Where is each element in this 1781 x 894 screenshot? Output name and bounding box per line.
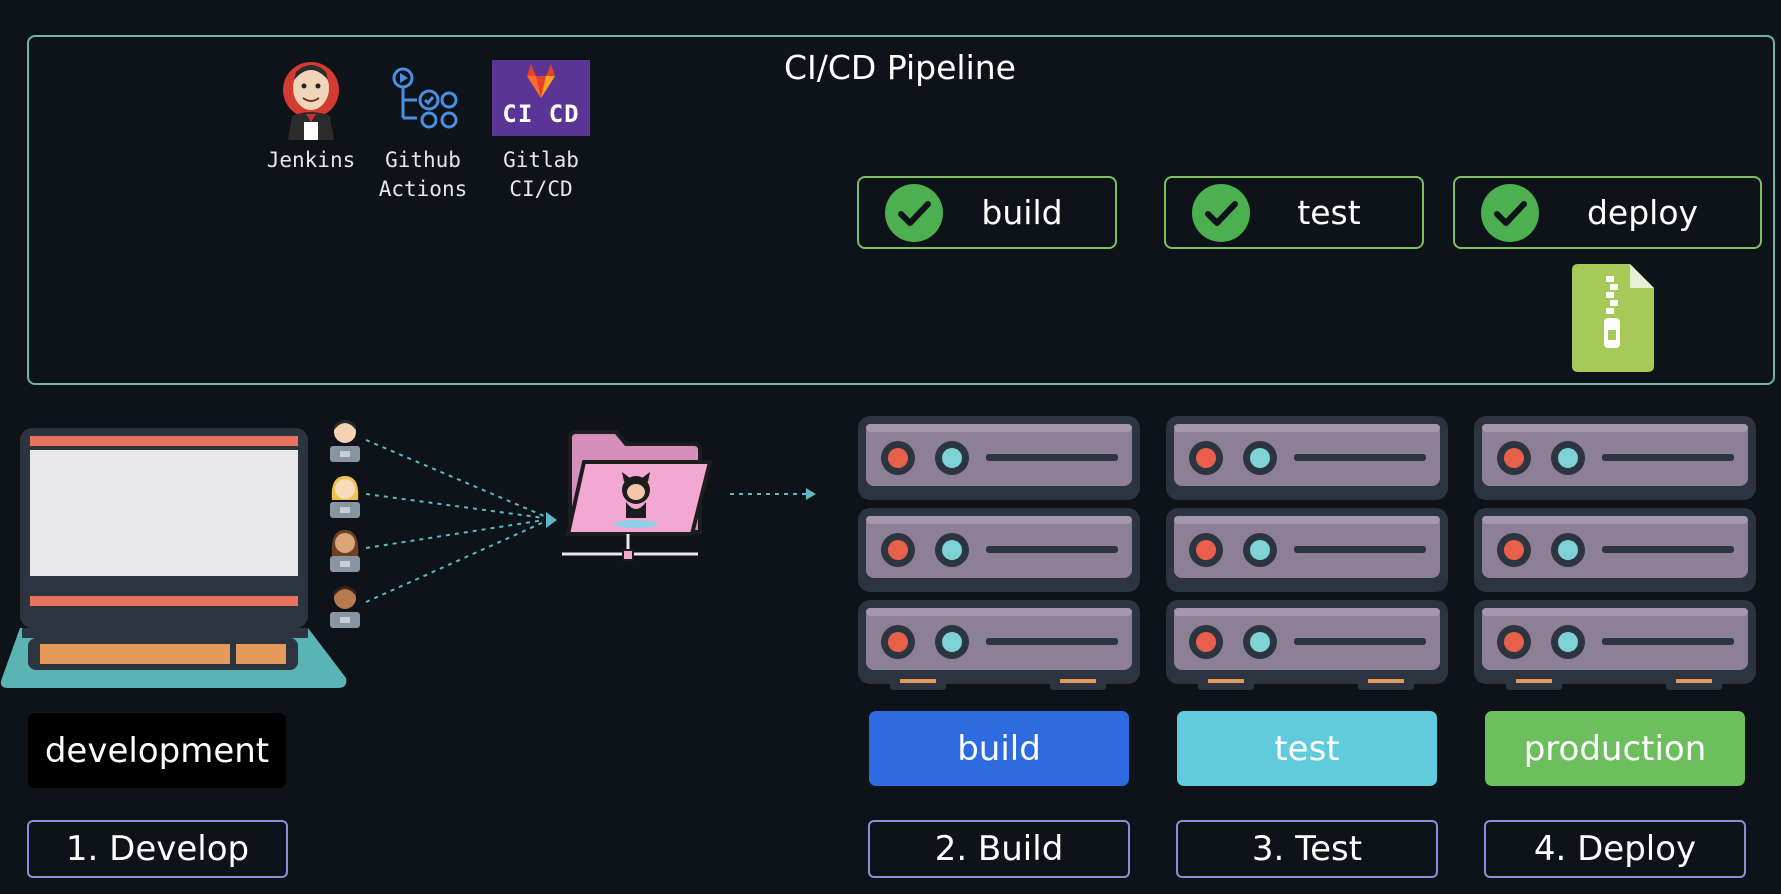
server-unit [1474, 416, 1756, 500]
stage-build: build [857, 176, 1117, 249]
developer-avatar-icon [326, 528, 364, 574]
server-rack-icon [1474, 416, 1756, 690]
tool-label-jenkins: Jenkins [258, 146, 364, 175]
step-label-deploy: 4. Deploy [1484, 820, 1746, 878]
commit-flow-arrows [365, 439, 816, 603]
server-rack-icon [1166, 416, 1448, 690]
stage-deploy: deploy [1453, 176, 1762, 249]
stage-test: test [1164, 176, 1424, 249]
github-repo-folder-icon [562, 428, 714, 562]
pipeline-frame [27, 35, 1775, 385]
gitlab-cicd-icon: CI CD [492, 60, 590, 136]
step-label-test: 3. Test [1176, 820, 1438, 878]
tool-label-line: Jenkins [266, 148, 356, 172]
gitlab-logo-text: CI CD [502, 100, 580, 128]
stage-label: deploy [1586, 193, 1699, 232]
developer-avatar-icon [326, 584, 364, 630]
server-unit [1166, 508, 1448, 592]
env-label-development: development [28, 713, 286, 788]
developer-avatar-icon [326, 418, 364, 464]
server-unit [1474, 508, 1756, 592]
server-unit [858, 416, 1140, 500]
server-rack-icon [858, 416, 1140, 690]
env-label-production: production [1485, 711, 1745, 786]
jenkins-icon [278, 58, 344, 140]
pipeline-title: CI/CD Pipeline [784, 48, 1016, 87]
zip-file-icon [1570, 262, 1656, 374]
step-label-build: 2. Build [868, 820, 1130, 878]
env-label-test: test [1177, 711, 1437, 786]
tool-label-github-actions: Github Actions [368, 146, 478, 204]
github-actions-icon [389, 66, 459, 130]
server-unit [858, 508, 1140, 592]
tool-label-line: Github [385, 148, 461, 172]
env-label-build: build [869, 711, 1129, 786]
tool-label-line: Gitlab [503, 148, 579, 172]
server-unit [858, 600, 1140, 684]
server-rack-production [1472, 414, 1758, 698]
tool-label-line: CI/CD [509, 177, 573, 201]
stage-label: build [981, 193, 1063, 232]
server-feet [1506, 676, 1722, 690]
tool-label-gitlab: Gitlab CI/CD [488, 146, 594, 204]
check-circle-icon [1192, 183, 1250, 242]
server-unit [1474, 600, 1756, 684]
developer-avatar-icon [326, 474, 364, 520]
server-rack-test [1164, 414, 1450, 698]
server-unit [1166, 416, 1448, 500]
laptop-icon [0, 426, 350, 690]
server-feet [890, 676, 1106, 690]
step-label-develop: 1. Develop [27, 820, 288, 878]
server-feet [1198, 676, 1414, 690]
check-circle-icon [885, 183, 943, 242]
server-rack-build [856, 414, 1142, 698]
tool-label-line: Actions [378, 177, 468, 201]
check-circle-icon [1481, 183, 1539, 242]
server-unit [1166, 600, 1448, 684]
stage-label: test [1297, 193, 1361, 232]
